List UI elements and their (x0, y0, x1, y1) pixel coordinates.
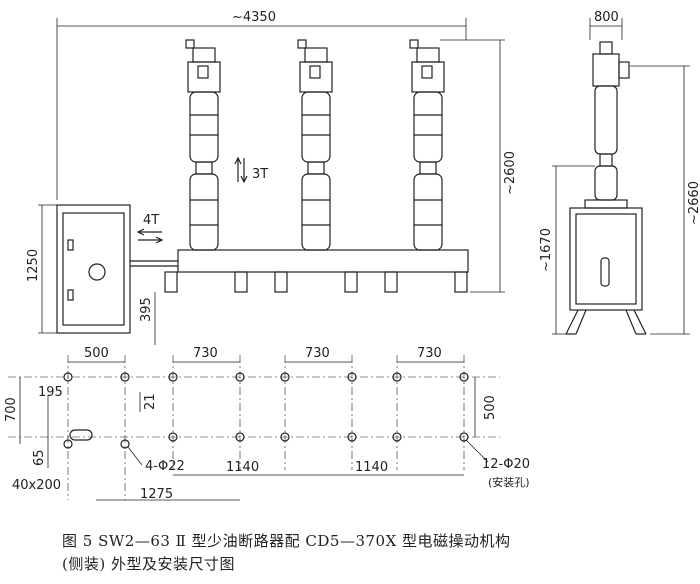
mounting-holes (63, 372, 469, 449)
breaker-pole-2 (297, 39, 333, 251)
label-pitch-b2: 730 (305, 346, 330, 361)
mechanism-cabinet-front (56, 204, 131, 334)
dim-mech-height (552, 165, 595, 335)
label-holes-12-note: (安装孔) (488, 475, 530, 489)
plan-dimension-lines (19, 361, 489, 501)
travel-arrow-left (136, 228, 164, 244)
label-pitch-c1: 1140 (226, 460, 259, 475)
side-view (565, 41, 647, 335)
figure-caption-line-1: 图 5 SW2—63 Ⅱ 型少油断路器配 CD5—370X 型电磁操动机构 (62, 532, 511, 550)
breaker-pole-1 (185, 39, 221, 251)
figure-caption-line-2: (侧装) 外型及安装尺寸图 (62, 555, 235, 573)
label-vert-65: 65 (32, 449, 47, 466)
dim-side-height (630, 65, 690, 335)
label-slot: 40x200 (12, 478, 61, 493)
dim-cabinet-height (38, 204, 57, 334)
label-overall-height: ~2600 (503, 151, 518, 195)
breaker-pole-3 (409, 39, 445, 251)
label-vert-195: 195 (38, 385, 63, 400)
label-base-height: 395 (139, 297, 154, 322)
label-vert-21: 21 (143, 393, 158, 410)
label-cabinet-height: 1250 (26, 249, 41, 282)
label-pitch-b3: 730 (417, 346, 442, 361)
label-pitch-b1: 730 (193, 346, 218, 361)
base-frame (130, 249, 469, 293)
label-side-width: 800 (594, 10, 619, 25)
dimension-labels: ~4350 800 ~2600 ~2660 ~1670 1250 395 3T … (4, 10, 700, 502)
label-mech-height: ~1670 (539, 228, 554, 272)
label-holes-4: 4-Φ22 (145, 459, 185, 474)
label-overall-width: ~4350 (232, 10, 276, 25)
dim-overall-height (440, 39, 505, 293)
label-holes-12: 12-Φ20 (482, 457, 530, 472)
label-pitch-a: 500 (84, 346, 109, 361)
label-total-len: 1275 (140, 487, 173, 502)
label-pitch-c2: 1140 (355, 460, 388, 475)
label-vert-500: 500 (483, 395, 498, 420)
label-side-height: ~2660 (687, 181, 700, 225)
plan-center-lines (8, 355, 500, 500)
dim-overall-width (56, 18, 467, 200)
label-vert-700: 700 (4, 397, 19, 422)
label-travel-left: 4T (143, 213, 159, 228)
dim-side-width (589, 18, 623, 40)
label-travel-up: 3T (252, 167, 268, 182)
travel-arrow-up (234, 156, 248, 184)
